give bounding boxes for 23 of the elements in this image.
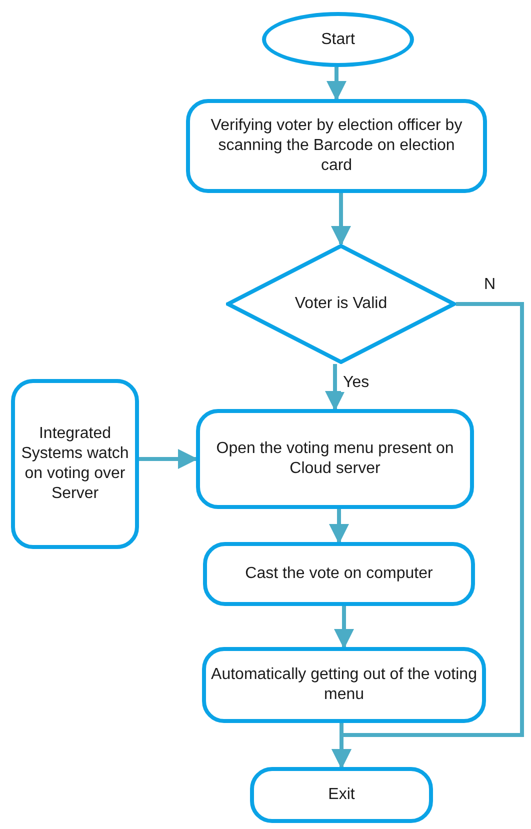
arrow [139, 449, 198, 469]
node-label: Automatically getting out of the voting menu [210, 665, 478, 705]
arrow [331, 193, 351, 246]
process-box [202, 647, 486, 723]
arrow [326, 67, 346, 101]
arrow [325, 364, 345, 411]
node-label: Start [321, 30, 355, 50]
node-label: Voter is Valid [294, 294, 388, 314]
arrow [329, 509, 349, 544]
arrow [334, 606, 354, 649]
arrow [332, 723, 352, 769]
node-label: Integrated Systems watch on voting over Server [20, 424, 130, 504]
decision-diamond [226, 244, 456, 364]
process-box [203, 542, 475, 606]
end-terminal [250, 767, 433, 823]
node-label: Exit [328, 785, 355, 805]
process-box [196, 409, 474, 509]
node-label: Cast the vote on computer [245, 564, 433, 584]
edge-label: Yes [341, 374, 372, 392]
node-label: Open the voting menu present on Cloud server [215, 439, 455, 479]
process-box [186, 99, 487, 193]
process-box [11, 379, 139, 549]
node-label: Verifying voter by election officer by scanning the Barcode on election card [210, 116, 464, 176]
